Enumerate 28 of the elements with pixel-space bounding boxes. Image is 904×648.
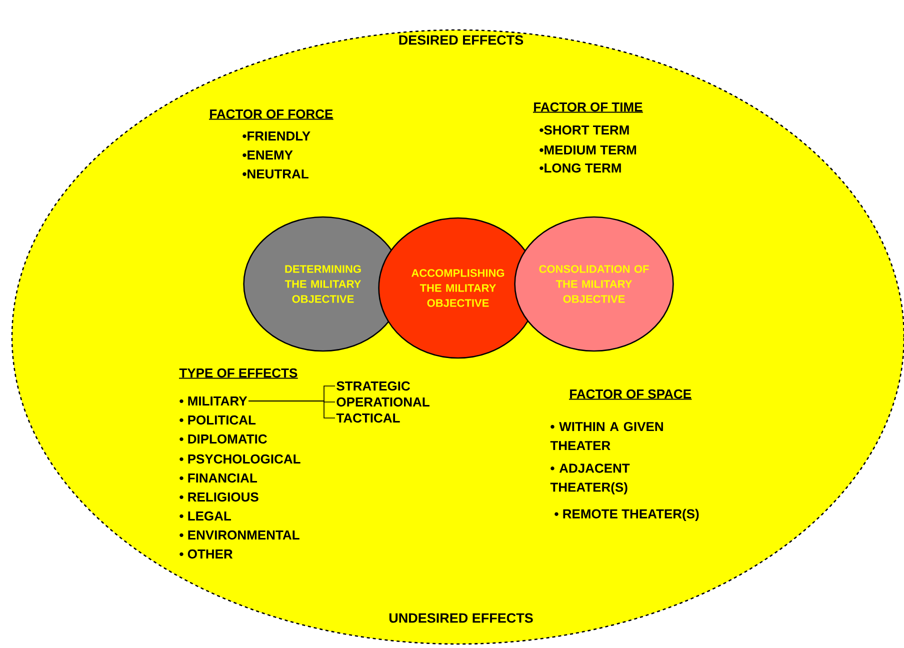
effects-heading: UNDESIRED EFFECTS: [389, 613, 533, 623]
effect-level: • MILITARY: [180, 396, 248, 406]
list-item: •ENEMY: [242, 150, 293, 160]
list-item: •FRIENDLY: [242, 132, 310, 140]
list-item: •NEUTRAL: [242, 169, 308, 179]
list-item: •LONG TERM: [540, 163, 621, 173]
list-item: •MEDIUM TERM: [540, 145, 636, 155]
list-item: • WITHIN A GIVEN THEATER: [550, 422, 663, 450]
effect-level: TACTICAL: [336, 413, 400, 423]
section-heading: FACTOR OF TIME: [532, 102, 644, 113]
list-item: • PSYCHOLOGICAL: [180, 454, 300, 464]
list-item: • ADJACENT THEATER(S): [550, 464, 630, 494]
list-item: • DIPLOMATIC: [180, 434, 267, 444]
section-heading: FACTOR OF SPACE: [568, 389, 692, 400]
list-item: • RELIGIOUS: [180, 492, 258, 502]
section-heading: TYPE OF EFFECTS: [178, 368, 298, 379]
effects-heading: DESIRED EFFECTS: [399, 35, 524, 45]
list-item: • FINANCIAL: [180, 473, 257, 483]
list-item: • REMOTE THEATER(S): [554, 508, 699, 522]
effect-level: OPERATIONAL: [336, 397, 430, 407]
list-item: • ENVIRONMENTAL: [180, 530, 300, 540]
effect-level: STRATEGIC: [336, 381, 410, 391]
list-item: • POLITICAL: [180, 415, 256, 425]
section-heading: FACTOR OF FORCE: [208, 109, 334, 120]
list-item: • LEGAL: [180, 511, 232, 521]
list-item: •SHORT TERM: [540, 125, 629, 135]
list-item: • OTHER: [180, 549, 233, 559]
bracket-line: [248, 400, 336, 418]
